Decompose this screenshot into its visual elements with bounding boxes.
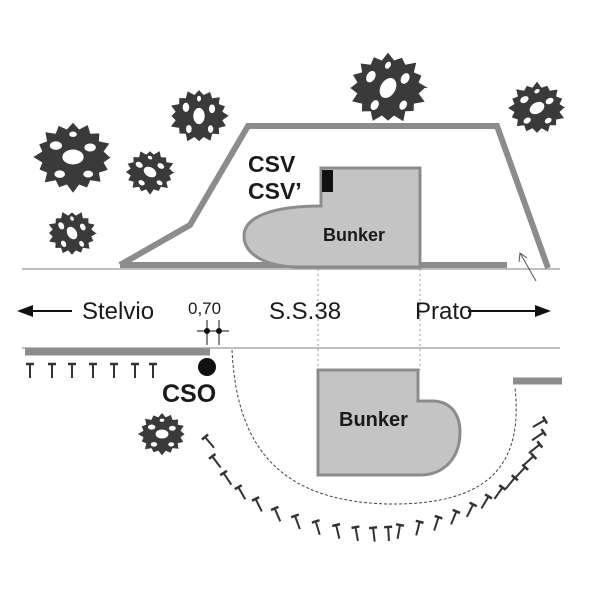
stake-icon xyxy=(89,362,97,378)
stake-icon xyxy=(290,513,301,530)
stake-icon xyxy=(480,493,493,509)
distance-markers xyxy=(197,320,229,345)
stake-icon xyxy=(415,519,424,536)
arrow-left-icon xyxy=(17,305,72,317)
stake-icon xyxy=(68,362,76,378)
dashed-boundary xyxy=(231,349,517,505)
stake-icon xyxy=(493,484,507,500)
stake-icon xyxy=(219,469,233,486)
stake-icon xyxy=(149,362,157,378)
bunker-lower xyxy=(316,368,462,477)
stake-icon xyxy=(251,496,263,512)
stake-icon xyxy=(395,523,405,539)
tree-icon xyxy=(48,212,98,255)
tree-icon xyxy=(508,81,566,133)
csv-prime-label: CSV’ xyxy=(248,178,302,204)
cso-sensor-marker xyxy=(198,358,216,376)
stake-icon xyxy=(450,508,461,525)
stakes xyxy=(26,362,549,542)
trees xyxy=(33,52,566,456)
stake-icon xyxy=(201,433,215,449)
stake-icon xyxy=(270,505,282,522)
prato-label: Prato xyxy=(415,298,472,325)
stake-icon xyxy=(311,519,321,536)
bunker-upper-label: Bunker xyxy=(323,225,385,245)
arrow-right-icon xyxy=(468,305,551,317)
stake-icon xyxy=(433,514,443,531)
stake-icon xyxy=(208,452,222,469)
stake-icon xyxy=(48,362,56,378)
tree-icon xyxy=(137,413,185,456)
bunker-upper xyxy=(242,166,422,269)
stake-icon xyxy=(234,484,247,500)
stake-icon xyxy=(528,440,544,454)
csv-label: CSV xyxy=(248,151,296,177)
tree-icon xyxy=(33,122,111,193)
csv-sensor-marker xyxy=(322,170,333,192)
tree-icon xyxy=(350,52,428,122)
upper-enclosure-wall xyxy=(118,123,551,270)
stake-icon xyxy=(532,415,549,428)
cso-label: CSO xyxy=(162,380,216,408)
stake-icon xyxy=(351,525,360,542)
stelvio-label: Stelvio xyxy=(82,298,154,325)
small-arrow-icon xyxy=(518,252,537,282)
stake-icon xyxy=(131,362,139,378)
stake-icon xyxy=(110,362,118,378)
bunker-lower-label: Bunker xyxy=(339,409,408,431)
tree-icon xyxy=(170,90,230,142)
stake-icon xyxy=(26,362,34,378)
tree-icon xyxy=(125,151,175,195)
stake-icon xyxy=(368,526,378,542)
stake-icon xyxy=(331,522,341,539)
stake-icon xyxy=(505,474,519,490)
stake-icon xyxy=(384,525,393,541)
stake-icon xyxy=(522,452,538,467)
distance-label: 0,70 xyxy=(188,299,221,318)
stake-icon xyxy=(531,428,547,442)
road-label: S.S.38 xyxy=(269,298,341,325)
stake-icon xyxy=(465,501,478,518)
